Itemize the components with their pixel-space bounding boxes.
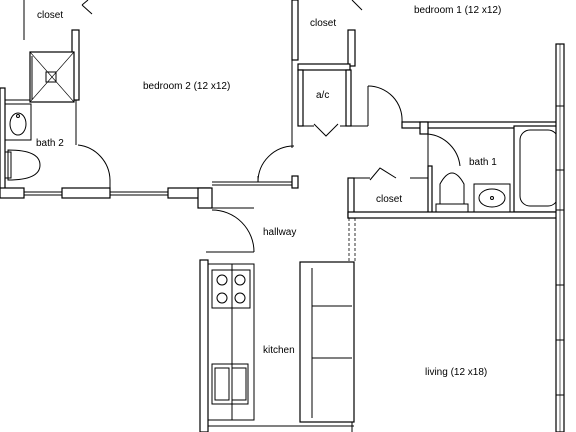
ac-door-icon <box>313 123 339 137</box>
hallway-doors <box>206 145 295 253</box>
closet-ac-walls <box>291 0 403 148</box>
hallway-label: hallway <box>263 227 296 238</box>
kitchen-counter-east <box>299 261 355 423</box>
bath1-sink-icon <box>478 188 506 208</box>
bath2-door-swing <box>77 144 111 181</box>
shower-drain-icon <box>45 71 57 83</box>
closet-door-swing <box>81 0 93 15</box>
living-label: living (12 x18) <box>425 367 487 378</box>
bedroom2-label: bedroom 2 (12 x12) <box>143 81 230 92</box>
bath2-vanity <box>4 103 32 141</box>
toilet-icon <box>7 149 41 181</box>
sink-icon <box>9 112 27 136</box>
bath1-label: bath 1 <box>469 157 497 168</box>
closet-n-label: closet <box>310 18 336 29</box>
bedroom2-door-swing <box>257 145 295 183</box>
bedroom1-label: bedroom 1 (12 x12) <box>414 5 501 16</box>
bath2-label: bath 2 <box>36 138 64 149</box>
bath2-closet-walls <box>0 0 111 194</box>
kitchen-counter-west <box>207 263 255 421</box>
bath1-toilet-icon <box>439 172 465 205</box>
bedroom2-south-wall <box>0 175 299 209</box>
kitchen-label: kitchen <box>263 345 295 356</box>
closet-nw-label: closet <box>37 10 63 21</box>
kitchen-fixtures <box>199 259 355 432</box>
stove-icon <box>211 269 251 309</box>
bedroom1-door-swing <box>367 85 403 123</box>
kitchen-door-swing <box>211 209 255 253</box>
ac-label: a/c <box>316 90 329 101</box>
bath1-door-swing <box>427 133 461 167</box>
closet-n-door <box>351 0 363 11</box>
closet-e-door <box>369 167 397 181</box>
kitchen-sink-icon <box>211 363 249 405</box>
closet-e-label: closet <box>376 194 402 205</box>
east-wall <box>555 43 565 432</box>
